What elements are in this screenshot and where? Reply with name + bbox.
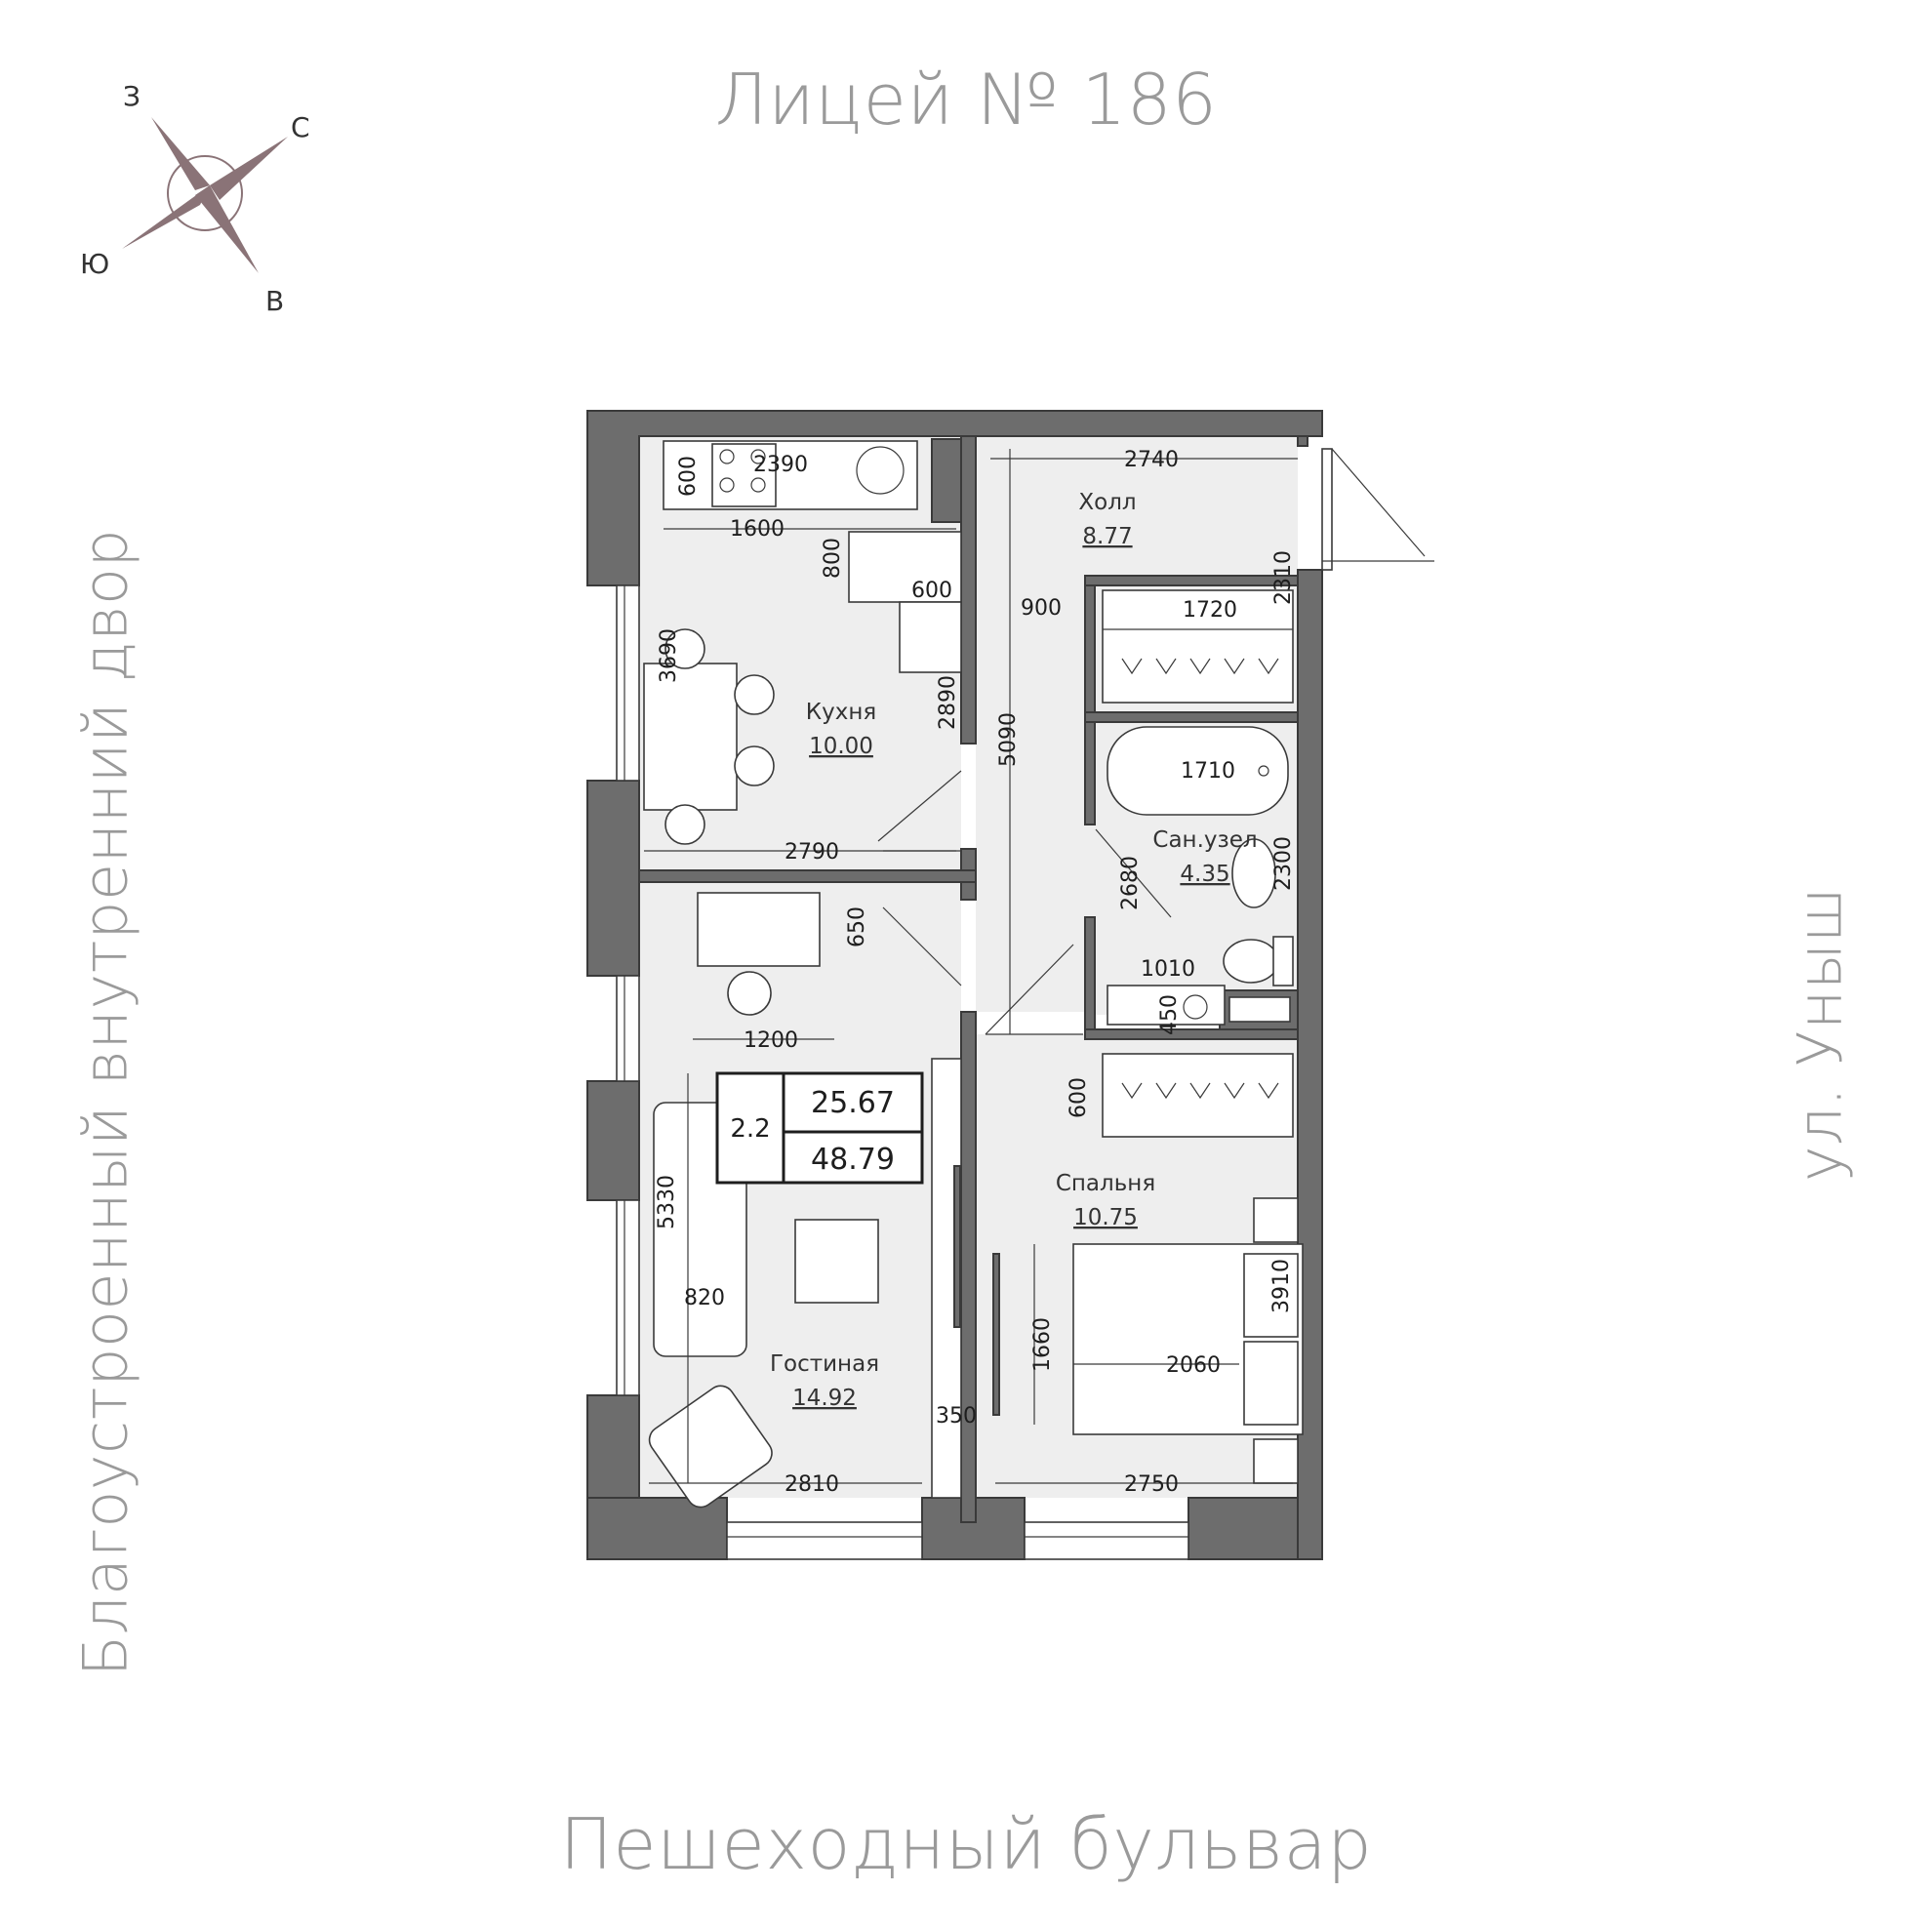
- coffee-table: [794, 1219, 879, 1304]
- compass-arm-ne: [210, 137, 288, 200]
- toilet-icon: [1223, 939, 1279, 984]
- hall-area: 8.77: [1082, 524, 1132, 549]
- dim-2790: 2790: [785, 840, 839, 865]
- rooms-count: 2.2: [730, 1114, 770, 1144]
- dim-2390: 2390: [753, 453, 808, 477]
- armchair: [648, 1385, 773, 1509]
- dim-2680: 2680: [1118, 856, 1143, 910]
- hall-elements: [882, 828, 1172, 1035]
- bedroom-area: 10.75: [1073, 1205, 1138, 1230]
- windows: [616, 448, 1434, 1560]
- sink-icon: [856, 446, 905, 495]
- dimension-labels: 2390 600 1600 800 600 3690 2890 2790 274…: [655, 448, 1296, 1497]
- dim-450: 450: [1157, 994, 1182, 1035]
- dim-5330: 5330: [655, 1175, 679, 1229]
- dim-3690: 3690: [657, 628, 681, 683]
- compass-arm-nw: [151, 117, 210, 190]
- compass-rose-icon: З С Ю В: [80, 80, 310, 317]
- dim-1200: 1200: [744, 1028, 798, 1053]
- total-area-value: 48.79: [811, 1143, 895, 1177]
- compass-west: З: [123, 80, 141, 112]
- dim-820: 820: [684, 1286, 725, 1310]
- dim-1660: 1660: [1030, 1317, 1055, 1372]
- dim-1600: 1600: [730, 517, 785, 542]
- dim-2300: 2300: [1271, 836, 1296, 891]
- dim-2890: 2890: [936, 675, 960, 730]
- bathroom-name: Сан.узел: [1152, 827, 1257, 853]
- compass-north: С: [291, 111, 310, 143]
- dim-2810: 2810: [785, 1472, 839, 1497]
- dim-650: 650: [845, 906, 869, 947]
- compass-ring: [167, 155, 243, 231]
- dim-600-counter: 600: [911, 579, 952, 603]
- hall-wardrobe: [1102, 589, 1294, 704]
- dim-2060: 2060: [1166, 1353, 1221, 1378]
- dim-350: 350: [936, 1404, 977, 1429]
- bathroom-fixtures: [1107, 726, 1294, 1026]
- walls: [586, 410, 1323, 1560]
- summary-box: 2.2 25.67 48.79: [715, 1071, 924, 1185]
- kitchen-area: 10.00: [809, 734, 873, 759]
- living-area: 14.92: [792, 1386, 857, 1411]
- dim-1010: 1010: [1141, 957, 1195, 982]
- dim-600-bedroom: 600: [1067, 1077, 1091, 1118]
- dim-2740: 2740: [1124, 448, 1179, 472]
- bedroom-name: Спальня: [1056, 1171, 1155, 1196]
- dim-800: 800: [821, 538, 845, 579]
- dim-3910: 3910: [1269, 1259, 1294, 1313]
- street-label-bottom: Пешеходный бульвар: [559, 1803, 1373, 1885]
- dim-600-kitchen: 600: [676, 456, 701, 497]
- compass-east: В: [265, 285, 284, 317]
- dining-table: [643, 663, 738, 811]
- living-area-value: 25.67: [811, 1086, 895, 1120]
- dim-1720: 1720: [1183, 598, 1237, 623]
- living-name: Гостиная: [770, 1351, 879, 1377]
- bathroom-area: 4.35: [1180, 862, 1229, 887]
- kitchen-name: Кухня: [806, 700, 876, 725]
- dim-2310: 2310: [1271, 550, 1296, 605]
- bathtub-icon: [1107, 726, 1289, 816]
- dim-900: 900: [1021, 596, 1062, 621]
- dim-5090: 5090: [996, 712, 1021, 767]
- desk: [697, 892, 821, 967]
- compass-arm-sw: [122, 185, 210, 249]
- dimension-lines: [644, 449, 1298, 1484]
- compass-south: Ю: [80, 248, 109, 280]
- dim-1710: 1710: [1181, 759, 1235, 784]
- bedroom-furniture: [1072, 1053, 1304, 1484]
- compass-arm-se: [195, 185, 259, 273]
- street-label-top: Лицей № 186: [714, 59, 1218, 141]
- dim-2750: 2750: [1124, 1472, 1179, 1497]
- kitchen-furniture: [643, 440, 962, 852]
- hall-name: Холл: [1078, 490, 1136, 515]
- room-labels: Кухня 10.00 Холл 8.77 Сан.узел 4.35 Спал…: [770, 490, 1258, 1411]
